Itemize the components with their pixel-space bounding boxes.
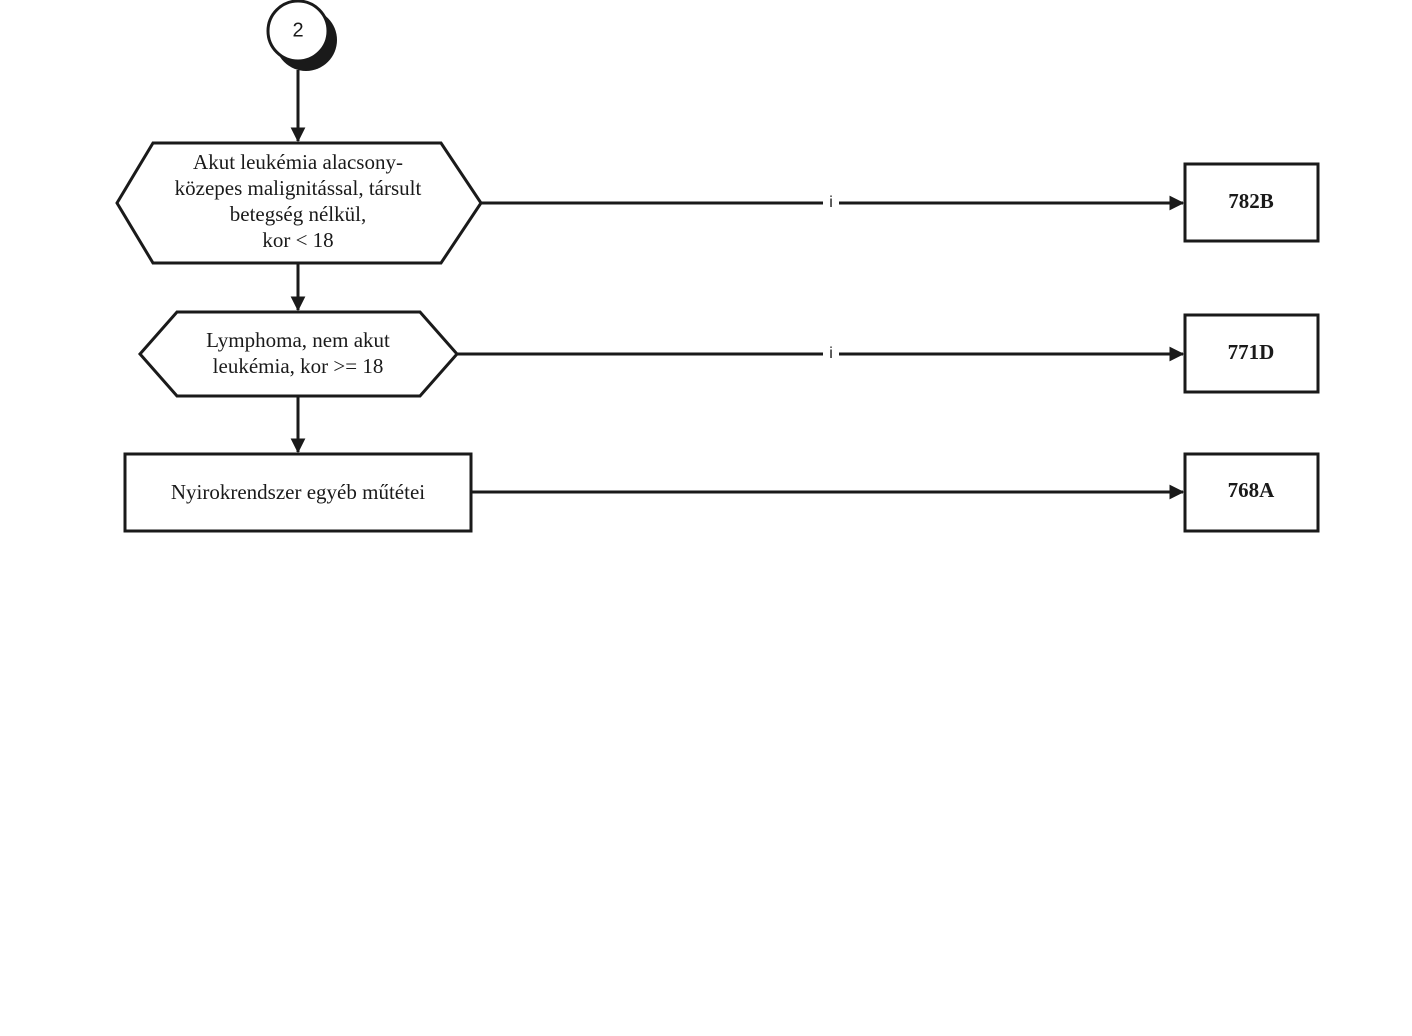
terminal-782b: 782B [1183,162,1320,243]
decision-1-hexagon [115,141,483,265]
process-label: Nyirokrendszer egyéb műtétei [171,480,425,504]
decision-1-line-3: betegség nélkül, [230,202,366,226]
decision-1-line-2: közepes malignitással, társult [175,176,422,200]
decision-1-line-4: kor < 18 [262,228,333,252]
decision-1-line-1: Akut leukémia alacsony- [193,150,403,174]
edge-label-background [823,191,839,215]
terminal-768a-code: 768A [1228,478,1276,502]
decision-2-yes-label: i [829,345,833,362]
terminal-782b-code: 782B [1228,189,1274,213]
terminal-768a-box [1183,452,1320,533]
decision-1: Akut leukémia alacsony- közepes malignit… [115,141,483,265]
decision-2-line-2: leukémia, kor >= 18 [213,354,384,378]
terminal-782b-box [1183,162,1320,243]
terminal-771d-code: 771D [1228,340,1275,364]
off-page-connector: 2 [266,0,337,71]
terminal-771d: 771D [1183,313,1320,394]
decision-2-hexagon [138,310,459,398]
process-node: Nyirokrendszer egyéb műtétei [123,452,473,533]
edge-label-background [823,342,839,366]
decision-2-line-1: Lymphoma, nem akut [206,328,390,352]
decision-2: Lymphoma, nem akut leukémia, kor >= 18 [138,310,459,398]
connector-label: 2 [292,19,303,41]
decision-1-yes-label: i [829,194,833,211]
terminal-768a: 768A [1183,452,1320,533]
terminal-771d-box [1183,313,1320,394]
